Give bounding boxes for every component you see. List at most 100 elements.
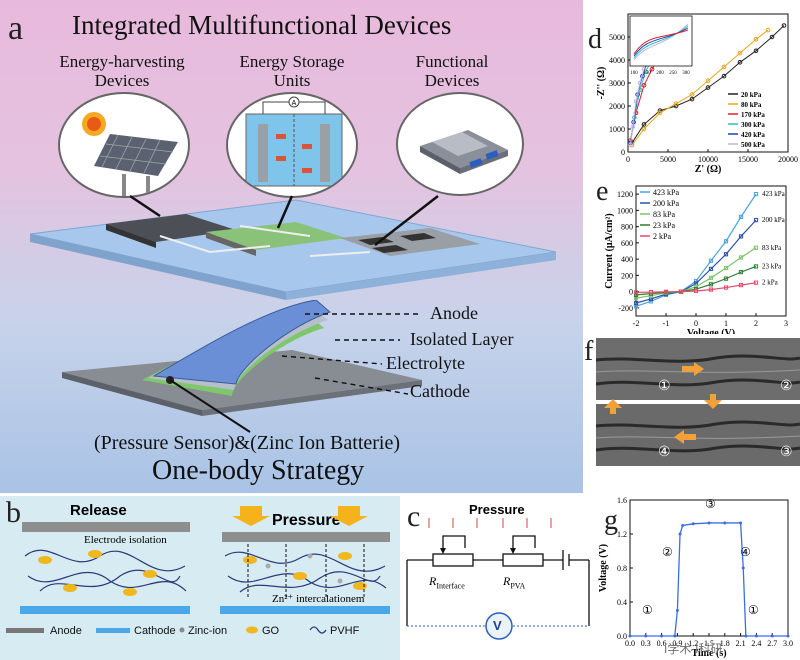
panel-g-stage-marker: ②: [662, 545, 673, 559]
panel-e-point: [738, 214, 744, 219]
panel-e-legend-label: 423 kPa: [653, 188, 679, 197]
panel-d-point: [705, 85, 711, 90]
battery-cell-icon: A: [245, 96, 343, 187]
panel-d-point: [769, 34, 775, 40]
panel-e-xtick-label: 3: [784, 319, 788, 328]
panel-d-point: [705, 78, 711, 83]
panel-e-xtick-label: 0: [694, 319, 698, 328]
panel-e-point: [648, 299, 654, 304]
panel-g-xtick-label: 0.9: [672, 639, 682, 648]
r-interface-label: RInterface: [429, 574, 465, 590]
panel-d-inset-tick: 300: [682, 71, 690, 76]
panel-e-point: [723, 252, 729, 257]
panel-d-inset-frame: [629, 15, 693, 67]
sem-micrograph: [595, 338, 800, 466]
panel-c-label: c: [407, 500, 421, 533]
panel-a: a Integrated Multifunctional Devices Ene…: [0, 0, 583, 493]
panel-e-point: [753, 245, 759, 250]
panel-e-point: [678, 289, 684, 294]
panel-e-xtick-label: 1: [724, 319, 728, 328]
panel-d-inset-curve: [633, 29, 689, 55]
panel-d-point: [633, 99, 639, 104]
panel-e-point: [693, 288, 699, 294]
pressure-label: Pressure: [272, 512, 341, 529]
panel-e-ytick-label: 200: [621, 271, 633, 280]
panel-g-ytick-label: 0.0: [617, 632, 627, 641]
panel-e-point: [693, 284, 699, 289]
panel-d-ytick-label: 0: [621, 148, 625, 157]
panel-d-point: [781, 23, 787, 28]
panel-g-point: [628, 634, 632, 638]
panel-e-end-label: 23 kPa: [762, 262, 782, 270]
panel-d-legend-label: 420 kPa: [741, 131, 765, 139]
panel-d-ytick-label: 5000: [609, 33, 625, 42]
panel-c: c Pressure RInterface RPVA V: [403, 496, 591, 660]
panel-a-caption: (Pressure Sensor)&(Zinc Ion Batterie): [94, 432, 401, 454]
panel-d-point: [689, 96, 695, 102]
panel-e-ytick-label: 600: [621, 239, 633, 248]
panel-e-point: [753, 192, 759, 197]
panel-g-stage-marker: ①: [748, 603, 759, 617]
panel-d-point: [765, 27, 771, 33]
panel-g-ytick-label: 1.6: [617, 496, 627, 505]
panel-d-point: [737, 50, 743, 56]
functional-device-circle: [396, 92, 524, 196]
panel-d-xtick-label: 10000: [698, 155, 718, 164]
panel-g-point: [754, 634, 758, 638]
panel-d-ytick-label: 2000: [609, 102, 625, 111]
panel-g-point: [691, 522, 695, 526]
panel-g-xlabel: Time (s): [691, 648, 726, 659]
ammeter-label: A: [292, 100, 297, 107]
sem-marker-2: ②: [780, 379, 793, 394]
panel-b-label: b: [6, 496, 21, 529]
column-energy-storage: Energy Storage Units: [239, 52, 345, 90]
panel-d-inset-tick: 100: [630, 71, 638, 76]
panel-g-ylabel: Voltage (V): [598, 544, 609, 592]
panel-g-point: [707, 521, 711, 525]
panel-g-label: g: [604, 505, 618, 536]
panel-g-xtick-label: 3.0: [783, 639, 793, 648]
panel-g-stage-marker: ③: [705, 497, 716, 511]
legend-anode: Anode: [50, 625, 82, 637]
panel-e-point: [738, 234, 744, 239]
circuit-diagram: [406, 518, 590, 640]
panel-e-point: [738, 255, 744, 260]
panel-d-point: [753, 48, 759, 54]
panel-e-end-label: 200 kPa: [762, 216, 786, 224]
panel-d-legend-label: 170 kPa: [741, 111, 765, 119]
panel-e-point: [633, 292, 639, 297]
panel-a-label: a: [8, 10, 24, 47]
panel-e-point: [738, 283, 744, 288]
legend-zinc-ion: Zinc-ion: [188, 625, 228, 637]
panel-d-ylabel: -Z'' (Ω): [596, 67, 607, 100]
panel-g-point: [786, 634, 790, 638]
zn-intercalation-label: Zn²⁺ intercalationem: [272, 593, 365, 605]
panel-e-point: [723, 239, 729, 244]
panel-f-label: f: [584, 336, 594, 367]
panel-e-legend-label: 83 kPa: [653, 210, 675, 219]
panel-g-voltage-line: [630, 522, 788, 637]
panel-d-ytick-label: 4000: [609, 56, 625, 65]
column-energy-harvesting: Energy-harvesting Devices: [59, 52, 185, 90]
sem-image: ① ② ③ ④: [595, 338, 800, 466]
panel-g-point: [678, 532, 682, 536]
panel-g-xtick-label: 0.0: [625, 639, 635, 648]
panel-d-xlabel: Z' (Ω): [695, 164, 722, 175]
panel-e-point: [708, 287, 714, 292]
panel-g-point: [741, 566, 745, 570]
panel-g-xtick-label: 1.2: [688, 639, 698, 648]
panel-g-xtick-label: 0.6: [657, 639, 667, 648]
panel-e-series-line: [635, 193, 757, 307]
panel-e-point: [648, 290, 654, 295]
panel-e-ytick-label: 1000: [617, 206, 633, 215]
panel-e-point: [708, 282, 714, 287]
panel-d-point: [721, 73, 727, 79]
sem-marker-4: ④: [658, 445, 671, 460]
panel-d-inset-tick: 250: [669, 71, 677, 76]
panel-e-xtick-label: 2: [754, 319, 758, 328]
layer-anode: Anode: [430, 303, 478, 323]
panel-g-xtick-label: 2.7: [767, 639, 777, 648]
panel-g-stage-marker: ①: [642, 603, 653, 617]
